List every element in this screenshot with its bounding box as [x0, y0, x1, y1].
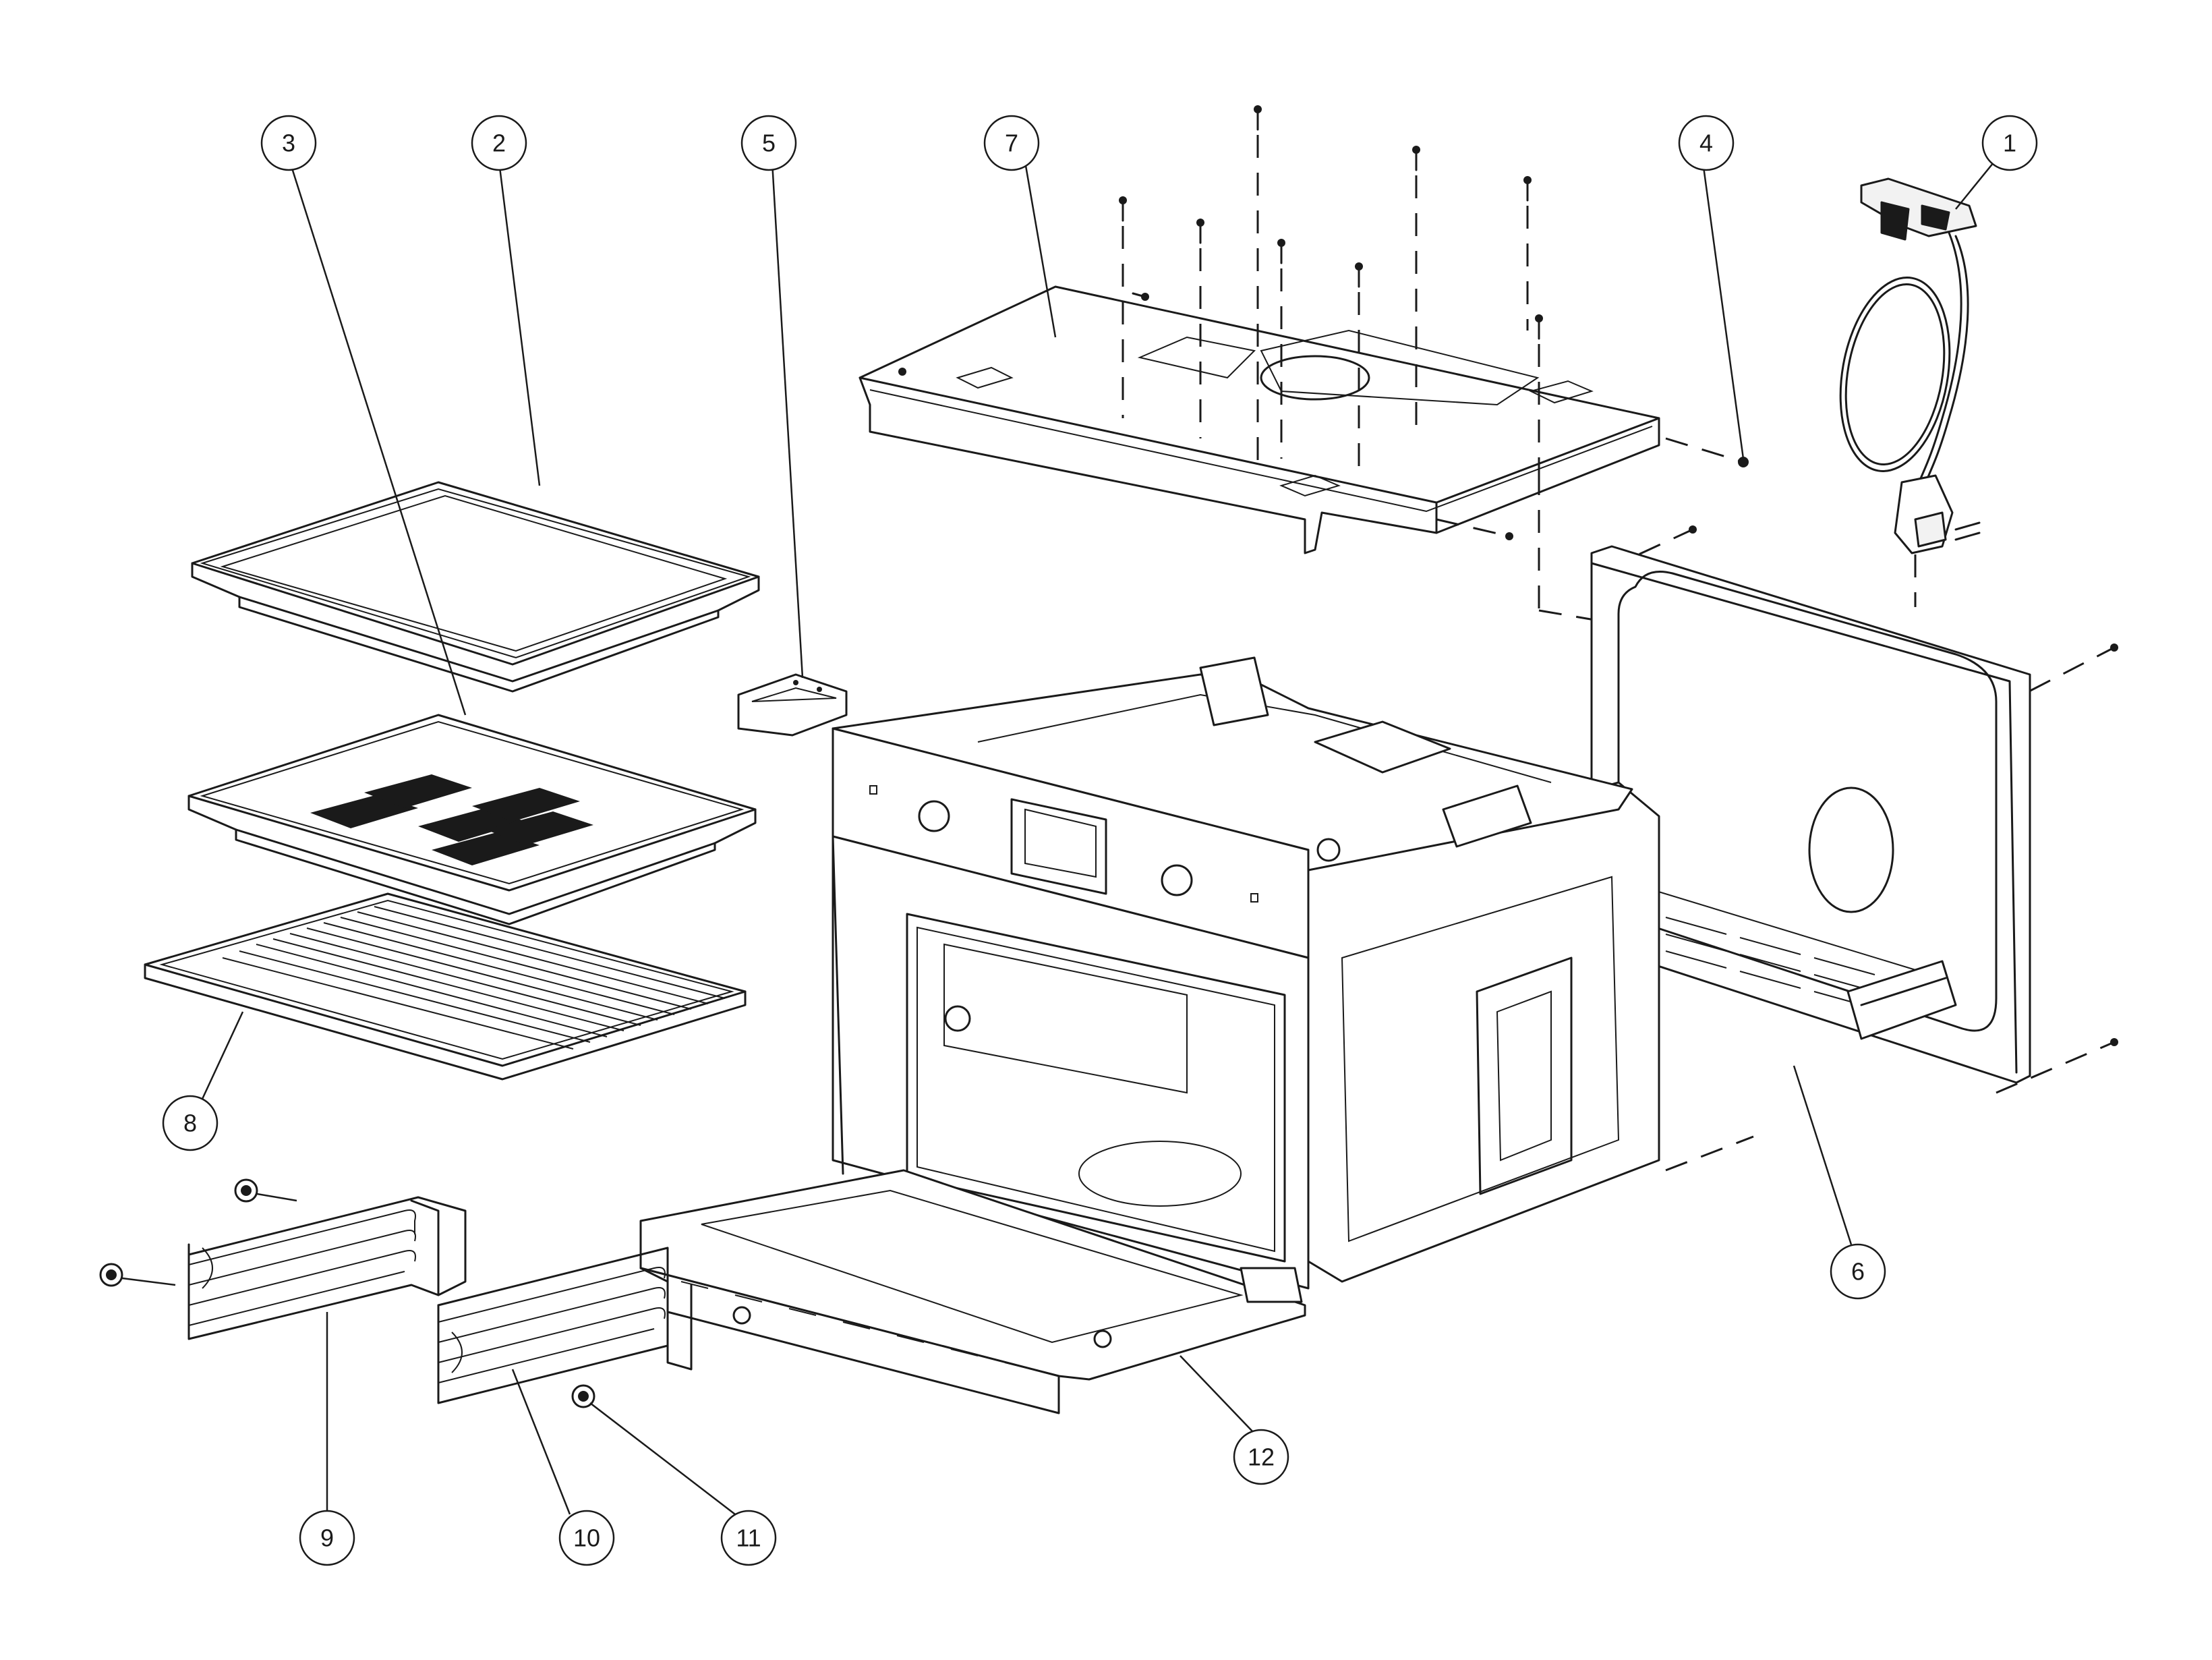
- cap-icon: [234, 1178, 297, 1203]
- callout-2-label: 2: [492, 130, 506, 157]
- callout-6-label: 6: [1851, 1258, 1865, 1286]
- screw-icon: [1119, 196, 1127, 222]
- side-rail-left: [187, 1196, 467, 1340]
- screw-icon: [1277, 239, 1285, 264]
- callout-8-label: 8: [183, 1110, 197, 1137]
- power-cable-assembly: [1839, 177, 1981, 554]
- display-screen: [1010, 798, 1107, 895]
- callout-10-label: 10: [573, 1524, 600, 1552]
- leader-lines: [198, 154, 2000, 1515]
- side-rail-right: [437, 1247, 693, 1404]
- callout-1-label: 1: [2003, 130, 2016, 157]
- callout-12: 12: [1233, 1429, 1289, 1485]
- callout-9: 9: [299, 1510, 355, 1566]
- callout-9-label: 9: [320, 1524, 334, 1552]
- baking-pan: [191, 481, 760, 693]
- callout-2: 2: [471, 115, 527, 171]
- callout-5: 5: [740, 115, 797, 171]
- screw-icon: [1523, 176, 1532, 202]
- callout-3-label: 3: [282, 130, 295, 157]
- callout-7: 7: [983, 115, 1040, 171]
- callout-3: 3: [260, 115, 317, 171]
- callout-4-label: 4: [1699, 130, 1713, 157]
- back-panel: [1590, 525, 2118, 1084]
- oven-body: [832, 656, 1660, 1290]
- perforated-grids: [310, 774, 593, 865]
- screw-part-4: [1738, 457, 1749, 467]
- screw-icon: [1505, 532, 1513, 540]
- callout-11-label: 11: [736, 1524, 761, 1552]
- screw-icon: [1132, 292, 1149, 301]
- cap-icon: [99, 1263, 176, 1287]
- top-panel-screws: [1119, 105, 1543, 540]
- screw-icon: [1355, 262, 1363, 288]
- callout-7-label: 7: [1005, 130, 1018, 157]
- rack-wires: [222, 906, 726, 1050]
- vent-slots: [1665, 917, 1875, 1009]
- screw-icon: [1412, 146, 1420, 171]
- callout-10: 10: [558, 1510, 615, 1566]
- screw-icon: [1196, 219, 1204, 244]
- callout-4: 4: [1678, 115, 1735, 171]
- screw-icon: [1254, 105, 1262, 131]
- oven-door: [639, 1169, 1306, 1414]
- callout-5-label: 5: [762, 130, 776, 157]
- perforated-tray: [187, 714, 757, 925]
- door-vent-slots: [680, 1281, 1032, 1370]
- callout-1: 1: [1981, 115, 2038, 171]
- cap-icon: [571, 1384, 595, 1408]
- wire-rack: [144, 892, 747, 1081]
- handle-clip: [737, 673, 848, 737]
- callout-12-label: 12: [1248, 1443, 1275, 1471]
- top-cover-panel: [858, 285, 1660, 554]
- callout-11: 11: [720, 1510, 777, 1566]
- screw-icon: [1535, 314, 1543, 340]
- callout-6: 6: [1830, 1243, 1886, 1300]
- control-knob-right: [1161, 864, 1193, 896]
- fastener-caps: [99, 1178, 595, 1408]
- callout-8: 8: [162, 1095, 219, 1151]
- control-knob-left: [918, 800, 950, 832]
